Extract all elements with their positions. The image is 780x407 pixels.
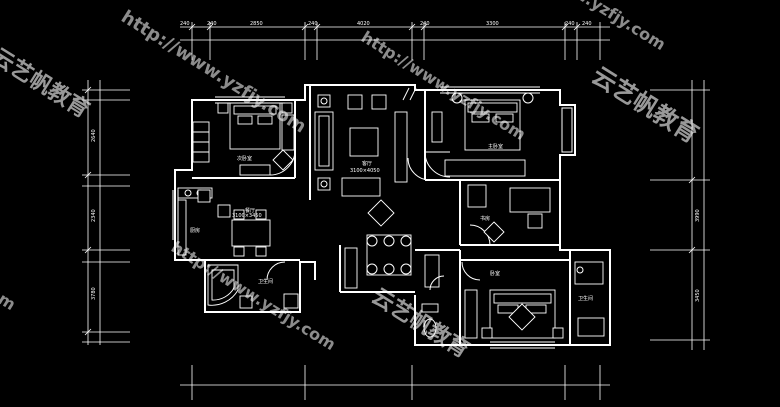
label-secondary-bedroom: 次卧室	[237, 155, 252, 162]
bottom-dimension-chain	[180, 365, 610, 400]
master-bedroom: 主卧室	[431, 92, 534, 177]
outer-walls	[174, 84, 611, 346]
dining-area	[344, 234, 440, 289]
dining-room: 餐厅 3100×3450	[217, 204, 271, 257]
dim-top-span-3: 3300	[486, 21, 499, 27]
dim-top-span-2: 4020	[357, 21, 370, 27]
bathroom-left: 卫生间	[207, 264, 299, 309]
label-bathroom-right: 卫生间	[578, 295, 593, 302]
watermark-url-4: http://www.yzfjy.com	[0, 197, 19, 314]
dim-top-1: 240	[180, 21, 190, 27]
label-bedroom-three: 卧室	[490, 270, 500, 277]
bathroom-right: 卫生间	[421, 261, 605, 338]
living-room: 客厅 3100×4050	[314, 94, 505, 243]
watermark-brand-3: 云艺帆教育	[367, 283, 474, 363]
watermark-brand-1: 云艺帆教育	[587, 61, 704, 148]
dim-top-4: 240	[420, 21, 430, 27]
dim-top-2: 240	[207, 21, 217, 27]
dim-top-3: 240	[308, 21, 318, 27]
study-room: 书房	[467, 184, 551, 229]
left-dimension-chain: 2640 2340 3780	[82, 80, 130, 345]
dim-right-2: 3450	[695, 289, 701, 302]
dim-left-1: 2640	[91, 129, 97, 142]
watermark-brand-2: 云艺帆教育	[0, 43, 94, 123]
dim-top-6: 240	[582, 21, 592, 27]
dim-top-span-1: 2850	[250, 21, 263, 27]
label-living-size: 3100×4050	[350, 168, 380, 174]
dim-left-3: 3780	[91, 287, 97, 300]
top-dimension-chain: 240 240 240 240 240 240 2850 4020 3300	[180, 21, 610, 60]
dim-top-5: 240	[565, 21, 575, 27]
secondary-bedroom: 次卧室	[192, 102, 295, 176]
watermarks: http://www.yzfjy.com http://www.yzfjy.co…	[0, 0, 703, 363]
dim-left-2: 2340	[91, 209, 97, 222]
label-kitchen: 厨房	[190, 227, 200, 234]
label-study: 书房	[480, 215, 490, 222]
label-bathroom: 卫生间	[258, 278, 273, 285]
dim-right-1: 3990	[695, 209, 701, 222]
doors	[266, 87, 491, 291]
label-dining-size: 3100×3450	[232, 213, 262, 219]
kitchen: 厨房	[177, 187, 213, 256]
bedroom-three: 卧室	[464, 270, 564, 339]
label-dining: 餐厅	[245, 207, 255, 214]
watermark-url-3: http://www.yzfjy.com	[168, 237, 339, 354]
label-master-bedroom: 主卧室	[488, 143, 503, 150]
right-dimension-chain: 3990 3450	[650, 80, 710, 350]
label-living-room: 客厅	[362, 160, 372, 167]
